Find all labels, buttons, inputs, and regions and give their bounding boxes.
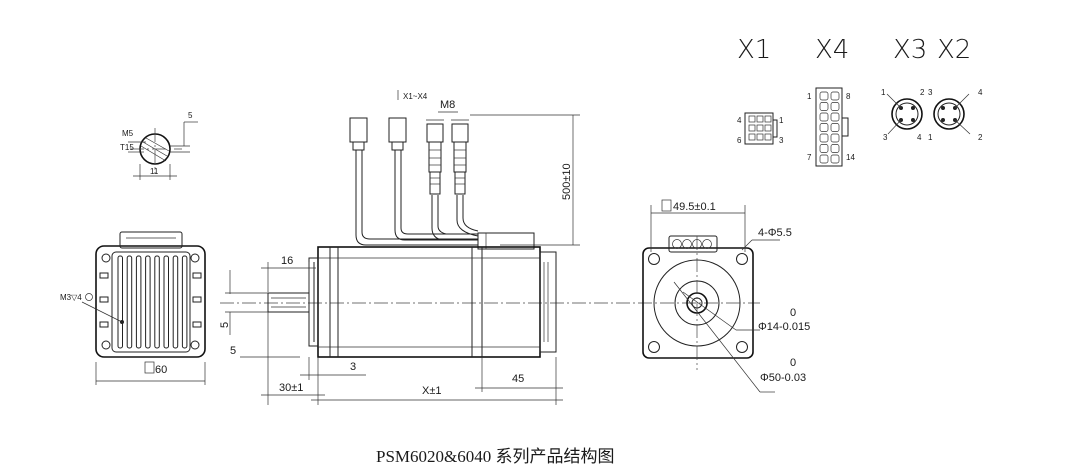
x3-pin-3: 3 [883,133,888,142]
x1-pin-6: 6 [737,136,742,145]
rear-square-60: 60 [155,364,167,376]
side-view-motor [267,232,557,358]
cooling-fin [135,255,142,349]
shaft-torx-label: T15 [120,143,134,152]
dim-3: 3 [350,361,356,373]
cooling-fin [126,255,133,349]
x4-pin-cavity [819,112,829,122]
rear-thread-note: M3▽4 [60,293,82,302]
x2-pin-4: 4 [978,88,983,97]
dim-5-vertical: 5 [219,322,231,328]
x4-pin-cavity [819,133,829,143]
x4-pin-cavity [830,154,840,164]
dim-5-horizontal: 5 [230,345,236,357]
x4-pin-cavity [830,91,840,101]
cooling-fin [154,255,160,349]
cable-assembly: X1~X4 M8 500±10 [349,90,580,246]
x4-pin-1: 1 [807,92,812,101]
figure-caption: PSM6020&6040 系列产品结构图 [376,447,615,466]
m8-label: M8 [440,99,455,111]
label-x4: X4 [815,35,849,65]
dim-30: 30±1 [279,382,303,394]
shaft-tol-upper: 0 [790,307,796,319]
x1-pin-4: 4 [737,116,742,125]
cable-length-dim: 500±10 [561,163,573,200]
cooling-fin [145,255,151,349]
x2-connector: 3 4 1 2 [928,88,983,142]
x1-connector: 4 1 6 3 [737,112,784,145]
side-view-dimensions: 16 5 5 3 30±1 45 X±1 [219,255,563,405]
dim-16: 16 [281,255,293,267]
x4-pin-8: 8 [846,92,851,101]
x1-pin-3: 3 [779,136,784,145]
x3-pin-2: 2 [920,88,925,97]
shaft-thread-label: M5 [122,129,134,138]
cooling-fin [181,255,188,349]
shaft-end-detail: M5 T15 5 11 [120,111,198,180]
shaft-diameter-dim: Φ14-0.015 [758,321,810,333]
label-x1: X1 [737,35,771,65]
cooling-fin [172,255,179,349]
x3-pin-4: 4 [917,133,922,142]
shaft-dim-5: 5 [188,111,193,120]
cooling-fin [117,255,123,349]
label-x2: X2 [937,35,971,65]
x4-pin-cavity [830,123,840,132]
x3-connector: 1 2 3 4 [881,88,925,142]
x4-pin-cavity [819,144,829,153]
x4-pin-cavity [830,144,840,153]
x1-pin-1: 1 [779,116,784,125]
front-square-dim: 49.5±0.1 [673,201,716,213]
cooling-fin [163,255,169,349]
front-view: 49.5±0.1 4-Φ5.5 0 Φ14-0.015 0 Φ50-0.03 [642,199,810,393]
cable-note-x1-x4: X1~X4 [403,92,428,101]
x4-pin-cavity [830,133,840,143]
x4-pin-cavity [830,102,840,111]
x4-pin-cavity [819,123,829,132]
x3-pin-1: 1 [881,88,886,97]
x4-pin-cavity [830,112,840,122]
rear-view: M3▽4 60 [60,231,206,385]
x2-pin-3: 3 [928,88,933,97]
front-holes-dim: 4-Φ5.5 [758,227,792,239]
pilot-diameter-dim: Φ50-0.03 [760,372,806,384]
x4-pin-14: 14 [846,153,855,162]
x4-pin-7: 7 [807,153,812,162]
pilot-tol-upper: 0 [790,357,796,369]
x2-pin-2: 2 [978,133,983,142]
label-x3: X3 [893,35,927,65]
x4-pin-cavity [819,102,829,111]
x4-pin-cavity [819,91,829,101]
dim-45: 45 [512,373,524,385]
dim-x: X±1 [422,385,442,397]
x4-connector: 1 8 7 14 [807,87,855,167]
x2-pin-1: 1 [928,133,933,142]
x4-pin-cavity [819,154,829,164]
shaft-dim-11: 11 [150,167,159,176]
